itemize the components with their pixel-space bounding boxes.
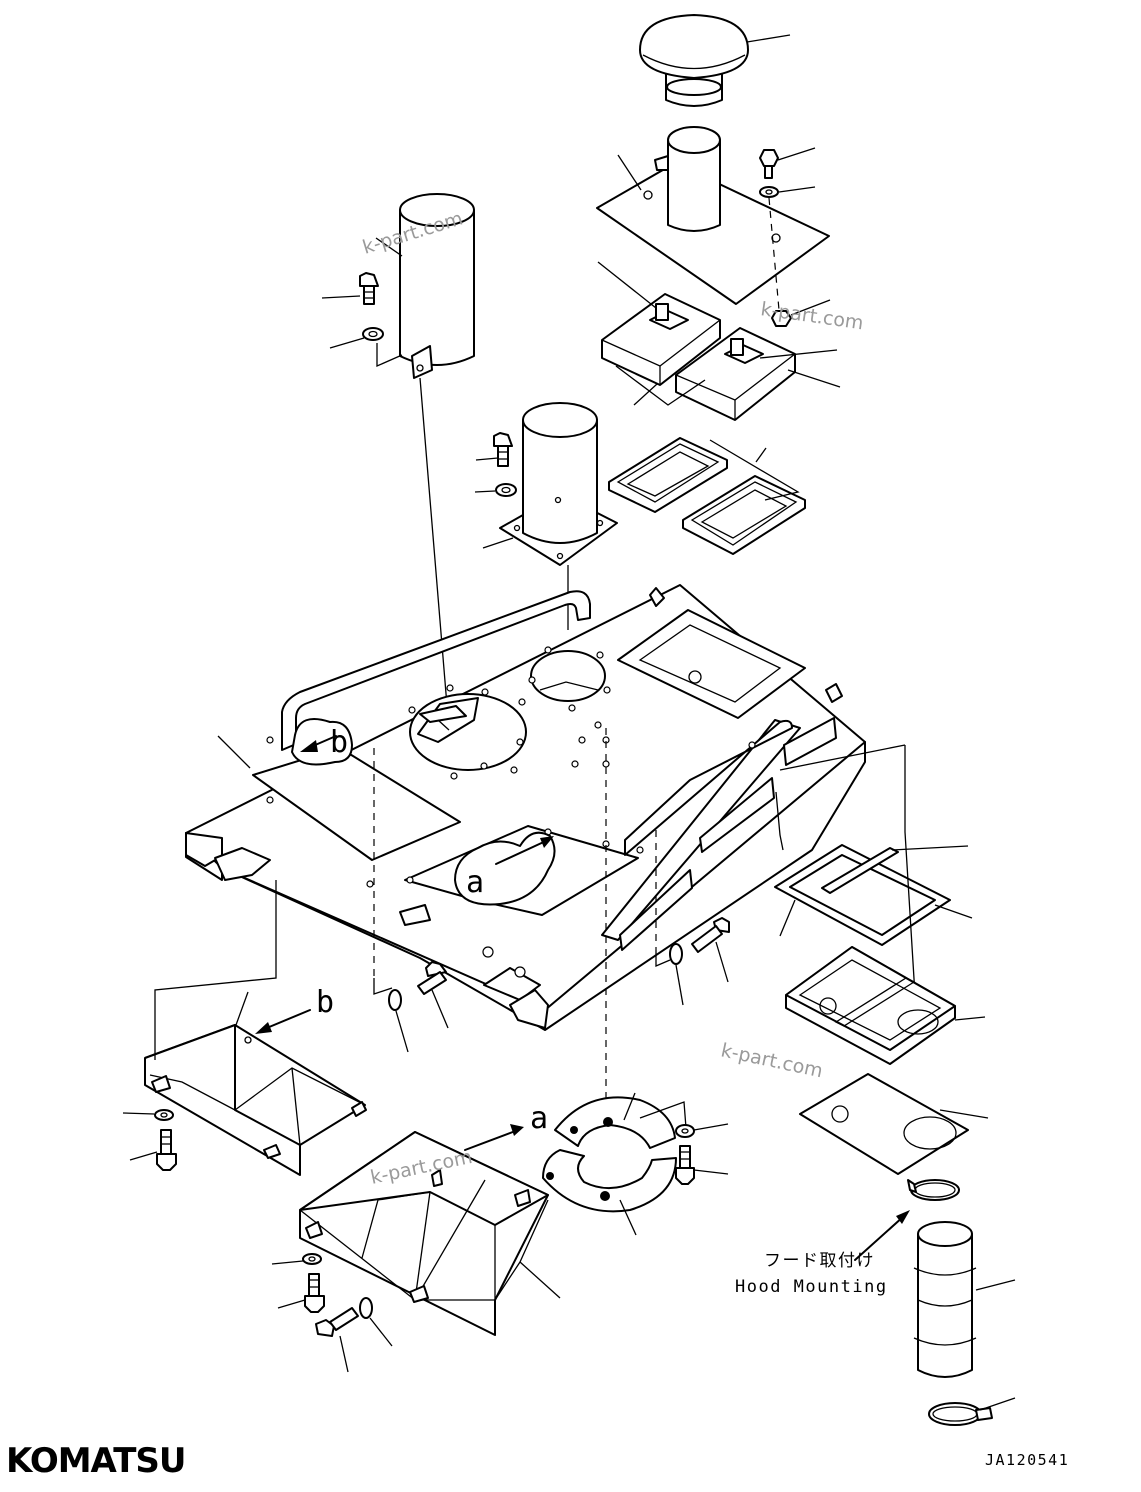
watermark: k-part.com <box>719 1039 825 1082</box>
detail-label-a: a <box>530 1101 548 1136</box>
seal-block-left <box>601 293 721 386</box>
bolt <box>359 272 379 305</box>
washer <box>154 1109 174 1121</box>
hose-clamp <box>907 1179 960 1201</box>
box-seal <box>785 946 956 1065</box>
komatsu-logo: KOMATSU <box>6 1441 186 1481</box>
washer <box>302 1253 322 1265</box>
nut <box>771 310 792 327</box>
detail-label-b: b <box>316 985 334 1020</box>
washer <box>675 1124 695 1138</box>
seal-frame <box>774 844 951 946</box>
washer <box>362 327 384 341</box>
bolt <box>156 1129 177 1171</box>
washer <box>359 1297 373 1319</box>
grommet-left <box>608 437 728 513</box>
detail-label-a-frame: a <box>466 865 484 900</box>
hose-clamp <box>928 1402 993 1426</box>
cap-part <box>639 14 749 107</box>
knob-bolt <box>759 149 779 179</box>
washer <box>388 989 402 1011</box>
detail-label-b-frame: b <box>330 725 348 760</box>
washer <box>669 943 683 965</box>
note-ja: フード取付け <box>764 1251 875 1271</box>
bolt <box>675 1145 695 1185</box>
watermark: k-part.com <box>759 298 865 334</box>
bolt <box>315 1307 359 1337</box>
pipe-center <box>499 402 618 566</box>
seal-block-right <box>675 327 796 421</box>
bracket-a <box>299 1131 549 1336</box>
grommet-right <box>682 475 806 555</box>
split-ring-plate <box>542 1096 677 1213</box>
bolt <box>417 961 447 995</box>
washer <box>495 483 517 497</box>
bolt <box>691 917 730 953</box>
pipe-left <box>399 193 475 379</box>
bolt <box>304 1273 325 1313</box>
washer <box>759 186 779 198</box>
top-cover-plate <box>596 126 830 305</box>
leader-line <box>217 735 251 769</box>
leader-line <box>617 154 642 191</box>
bracket-b <box>144 1024 367 1176</box>
bolt <box>493 432 513 467</box>
gasket-plate <box>799 1073 969 1175</box>
drawing-code: JA120541 <box>985 1451 1069 1469</box>
hose <box>913 1221 977 1378</box>
note-en: Hood Mounting <box>735 1277 888 1297</box>
frame <box>185 584 866 1031</box>
leader-line <box>746 34 791 43</box>
